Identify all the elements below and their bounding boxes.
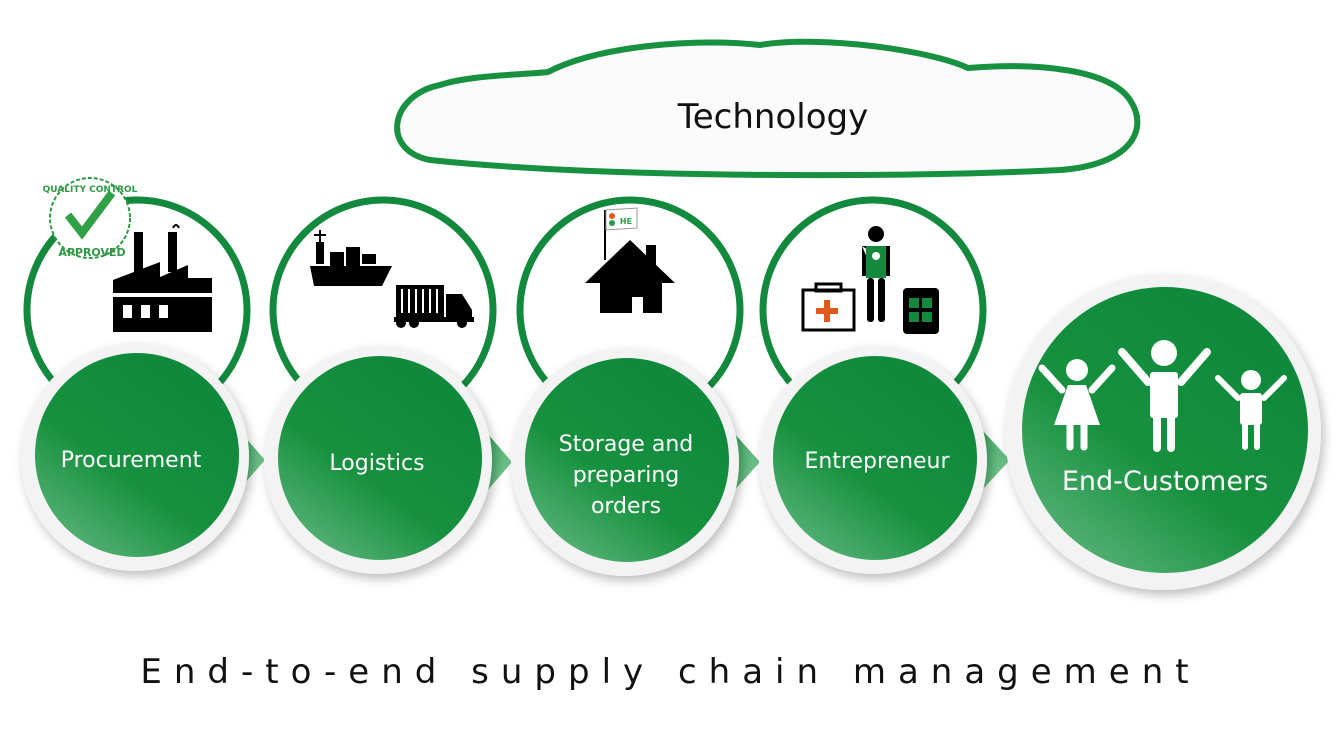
technology-cloud: Technology [394, 38, 1141, 179]
stage-storage: Storage and preparing orders [511, 348, 739, 576]
svg-text:QUALITY CONTROL: QUALITY CONTROL [43, 185, 138, 195]
svg-text:APPROVED: APPROVED [58, 246, 125, 259]
house-flag-icon: HE [585, 207, 675, 313]
stage-logistics: Logistics [264, 346, 492, 574]
stage-label: Procurement [61, 448, 202, 473]
stage-label: Logistics [329, 451, 424, 476]
factory-icon [113, 224, 212, 332]
stage-end-customers: End-Customers [1005, 274, 1321, 590]
stage-procurement: Procurement [21, 343, 249, 571]
stage-label: Entrepreneur [804, 449, 950, 474]
technology-label: Technology [677, 97, 868, 137]
stage-label: End-Customers [1062, 466, 1268, 497]
quality-approved-badge-icon: QUALITY CONTROL APPROVED [43, 177, 138, 259]
stage-label: Storage and [559, 432, 693, 457]
stage-entrepreneur: Entrepreneur [759, 346, 987, 574]
stage-label: preparing [573, 463, 680, 488]
entrepreneur-kit-icon [801, 226, 939, 334]
svg-text:HE: HE [620, 217, 632, 226]
stage-label: orders [591, 494, 661, 519]
ship-truck-icon [310, 230, 474, 328]
family-icon [1038, 340, 1287, 452]
footer-title: End-to-end supply chain management [140, 652, 1201, 692]
